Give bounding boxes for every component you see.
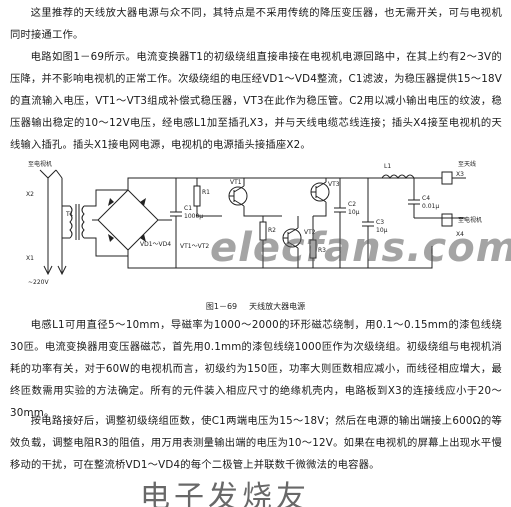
label-power-tv: 至电视机: [28, 160, 52, 168]
circuit-description-paragraph: 电路如图1－69所示。电流变换器T1的初级绕组直接串接在电视机电源回路中，在其上…: [10, 51, 502, 151]
label-c2: C2: [348, 201, 356, 208]
x2-socket-symbol: [39, 169, 57, 179]
label-vt3: VT3: [328, 181, 340, 188]
diode-vd4-symbol: [108, 234, 114, 242]
label-x2: X2: [26, 191, 34, 198]
x3-jack-symbol: [441, 171, 453, 185]
label-c2-value: 10μ: [348, 209, 360, 216]
label-antenna: 至天线: [458, 160, 476, 168]
diode-vd3-symbol: [140, 234, 146, 242]
label-c1: C1: [184, 205, 192, 212]
label-c3: C3: [376, 219, 384, 226]
figure-title: 天线放大器电源: [249, 302, 306, 311]
bridge-rectifier: VD1～VD4: [92, 177, 442, 269]
label-vt12: VT1～VT2: [180, 243, 209, 250]
label-tv-out: 至电视机: [458, 216, 482, 224]
label-mains: ~220V: [28, 279, 49, 286]
label-r2: R2: [268, 227, 276, 234]
regulator-section: R1 VT1～VT2 VT1 R2 VT2 R3 VT3: [180, 178, 340, 268]
label-l1: L1: [384, 163, 391, 170]
label-c3-value: 10μ: [376, 227, 388, 234]
label-vt1: VT1: [230, 179, 242, 186]
figure-caption: 图1－69 天线放大器电源: [0, 301, 511, 312]
figure-number: 图1－69: [205, 302, 238, 311]
label-x1: X1: [26, 255, 34, 262]
label-r1: R1: [202, 189, 210, 196]
label-vt2: VT2: [304, 229, 316, 236]
label-vd: VD1～VD4: [140, 241, 171, 248]
inductor-l1-symbol: [381, 174, 415, 179]
rf-output-section: L1 C4 0.01μ X3 至天线 X4 至电视机: [381, 160, 482, 269]
diode-vd1-symbol: [140, 198, 146, 206]
label-c1-value: 1000μ: [184, 213, 203, 220]
label-x4: X4: [456, 231, 464, 238]
resistor-r1-symbol: [193, 185, 201, 207]
label-x3: X3: [456, 171, 464, 178]
t1-primary-coil: [69, 205, 73, 239]
circuit-schematic: 至电视机 X2 X1 ~220V T1: [26, 160, 482, 286]
site-watermark: elecfans.com: [210, 225, 511, 271]
label-r3: R3: [318, 247, 326, 254]
c1-capacitor: C1 1000μ: [170, 178, 203, 268]
brand-watermark: 电子发烧友: [140, 480, 310, 507]
x1-plug-symbol: [43, 265, 53, 276]
components-paragraph: 电感L1可用直径5～10mm，导磁率为1000～2000的环形磁芯绕制，用0.1…: [10, 319, 502, 419]
diode-vd2-symbol: [108, 198, 114, 206]
adjustment-paragraph: 按电路接好后，调整初级绕组匝数，使C1两端电压为15～18V；然后在电源的输出端…: [10, 415, 502, 471]
power-input-section: 至电视机 X2 X1 ~220V T1: [26, 160, 128, 286]
label-t1: T1: [65, 211, 74, 218]
output-filter: C2 10μ C3 10μ: [334, 178, 388, 269]
x4-plug-symbol: [441, 213, 453, 227]
label-c4: C4: [422, 195, 430, 202]
t1-secondary-coil: [81, 205, 85, 239]
intro-paragraph: 这里推荐的天线放大器电源与众不同，其特点是不采用传统的降压变压器，也无需开关，可…: [10, 7, 502, 41]
label-c4-value: 0.01μ: [422, 203, 439, 210]
